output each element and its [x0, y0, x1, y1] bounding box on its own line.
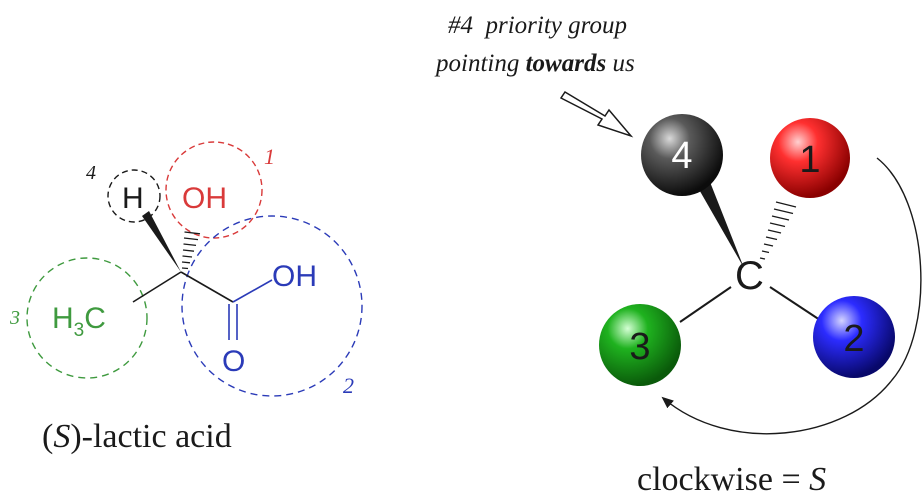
priority-3-circle — [26, 257, 148, 379]
priority-4-number: 4 — [86, 162, 96, 184]
center-carbon-label: C — [735, 254, 764, 298]
annotation-line-2: pointing towards us — [434, 50, 635, 77]
ball-2-label: 2 — [843, 318, 864, 360]
ball-3-label: 3 — [629, 326, 650, 368]
priority-2-circle — [181, 215, 363, 397]
annotation-line-1: #4 priority group — [448, 12, 627, 39]
bond-carboxyl-to-oh — [232, 279, 273, 303]
ball-and-stick-model: #4 priority group pointing towards us C … — [434, 12, 922, 498]
ball-3 — [599, 304, 681, 386]
priority-1-number: 1 — [264, 144, 275, 169]
ball-1-label: 1 — [799, 139, 820, 181]
stick-to-2 — [769, 286, 824, 323]
priority-4-circle — [107, 169, 161, 223]
priority-2-number: 2 — [343, 373, 354, 398]
priority-1-circle — [165, 141, 263, 239]
hashed-bond-to-oh — [181, 231, 201, 270]
ball-4 — [641, 114, 723, 196]
wedge-bond-to-h — [142, 211, 181, 272]
hydroxyl-label: OH — [182, 182, 227, 215]
pointer-arrow — [559, 90, 634, 138]
clockwise-arrow — [661, 157, 922, 435]
ball-2 — [813, 296, 895, 378]
ball-1 — [770, 118, 850, 198]
direction-label: clockwise = S — [637, 461, 826, 498]
bond-c-to-methyl — [132, 271, 182, 303]
wedge-stick-to-4 — [697, 182, 744, 268]
acid-hydroxyl-label: OH — [272, 260, 317, 293]
carbonyl-oxygen-label: O — [222, 345, 245, 378]
lactic-acid-structure: H OH OH O H3C 4 1 3 2 (S)-lactic acid — [9, 141, 363, 455]
ball-4-label: 4 — [671, 135, 692, 177]
hydrogen-label: H — [122, 182, 144, 215]
stick-to-3 — [679, 286, 732, 323]
compound-name: (S)-lactic acid — [42, 418, 232, 455]
methyl-label: H3C — [52, 302, 106, 341]
priority-3-number: 3 — [9, 307, 20, 329]
hashed-stick-to-1 — [759, 201, 797, 260]
bond-c-to-carboxyl — [180, 271, 234, 303]
